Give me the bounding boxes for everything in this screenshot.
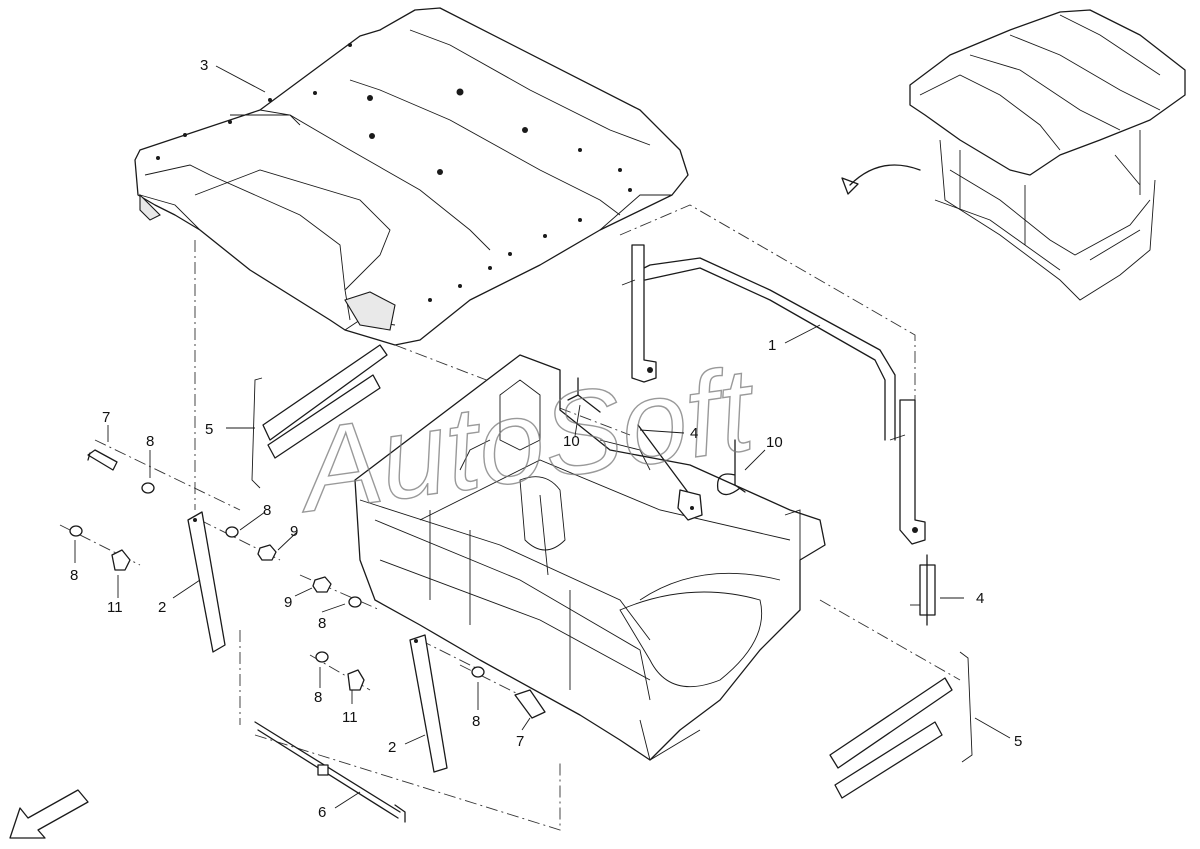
- callout-7-left: 7: [102, 409, 110, 426]
- callout-3: 3: [200, 57, 208, 74]
- callout-labels: 3 1 5 7 8 8 9 8 11 2 9 8 8 11 8 7 2 6 4 …: [70, 57, 1022, 821]
- side-strip-right: [829, 651, 973, 799]
- callout-2-left: 2: [158, 599, 166, 616]
- callout-8-mid: 8: [263, 502, 271, 519]
- callout-5-left: 5: [205, 421, 213, 438]
- callout-8-center: 8: [318, 615, 326, 632]
- gas-strut-lower: [910, 554, 936, 626]
- callout-1: 1: [768, 337, 776, 354]
- bushings: [111, 549, 365, 691]
- callout-4-upper: 4: [690, 425, 698, 442]
- support-frame-bar: [621, 244, 926, 545]
- locking-pin-upper: [567, 377, 601, 413]
- callout-8-top: 8: [146, 433, 154, 450]
- locking-pin-lower: [716, 439, 746, 496]
- stay-center: [409, 634, 448, 773]
- callout-10-right: 10: [766, 434, 783, 451]
- callout-9-mid: 9: [284, 594, 292, 611]
- callout-2-center: 2: [388, 739, 396, 756]
- callout-8-left: 8: [70, 567, 78, 584]
- callout-8-lower: 8: [314, 689, 322, 706]
- direction-arrow-icon: [9, 789, 89, 839]
- callout-6: 6: [318, 804, 326, 821]
- stay-left: [187, 511, 226, 653]
- connecting-rod: [254, 721, 406, 823]
- machine-frame: [354, 354, 826, 761]
- callout-4-right: 4: [976, 590, 984, 607]
- inset-thumbnail: [841, 9, 1186, 301]
- bolt-right: [514, 689, 546, 719]
- callout-11-left: 11: [107, 599, 123, 616]
- side-strip-left: [251, 344, 388, 489]
- washers: [69, 482, 485, 678]
- callout-8-right: 8: [472, 713, 480, 730]
- leader-lines: [74, 65, 1011, 809]
- callout-9-top: 9: [290, 523, 298, 540]
- callout-10-left: 10: [563, 433, 580, 450]
- callout-5-right: 5: [1014, 733, 1022, 750]
- canopy-roof: [134, 7, 689, 346]
- gas-strut-upper: [637, 424, 703, 521]
- bolt-left: [87, 449, 118, 471]
- callout-11-lower: 11: [342, 709, 358, 726]
- nuts: [257, 544, 332, 593]
- callout-7-right: 7: [516, 733, 524, 750]
